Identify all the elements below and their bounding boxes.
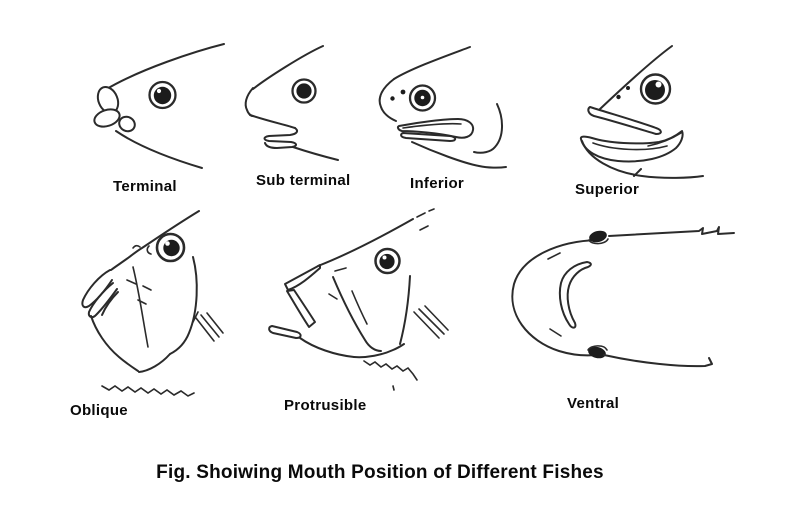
subterminal-fish-head-icon	[244, 45, 339, 161]
inferior-fish-head-icon	[378, 46, 507, 169]
label-terminal: Terminal	[113, 178, 177, 195]
ventral-fish-head-icon	[511, 226, 735, 368]
label-protrusible: Protrusible	[284, 397, 367, 414]
terminal-fish-head-icon	[93, 43, 225, 169]
protrusible-fish-head-icon	[268, 208, 449, 391]
label-superior: Superior	[575, 181, 640, 198]
label-inferior: Inferior	[410, 175, 465, 192]
label-oblique: Oblique	[70, 402, 128, 419]
oblique-fish-head-icon	[81, 210, 224, 397]
figure-caption: Fig. Shoiwing Mouth Position of Differen…	[156, 462, 604, 483]
label-ventral: Ventral	[567, 395, 620, 412]
superior-fish-head-icon	[579, 45, 704, 179]
label-sub-terminal: Sub terminal	[256, 172, 351, 189]
